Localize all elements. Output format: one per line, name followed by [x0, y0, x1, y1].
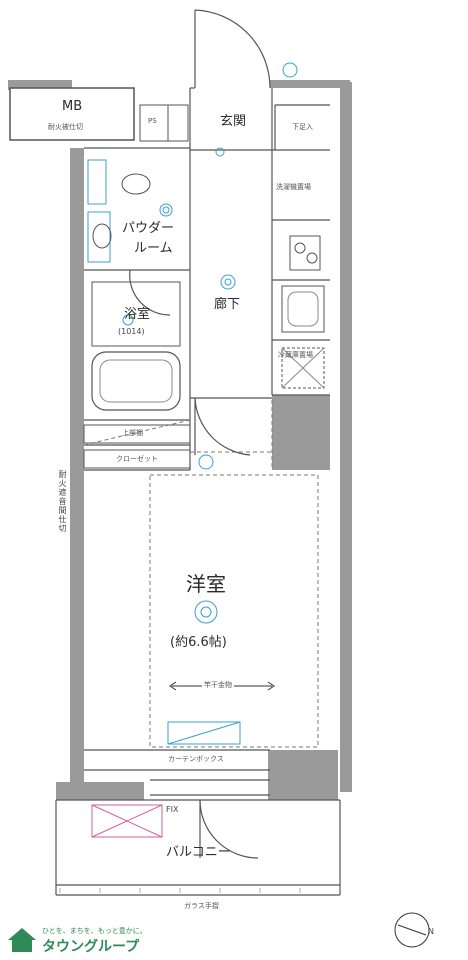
label-balcony: バルコニー: [166, 845, 231, 860]
label-fire-partition: 耐火遮音間仕切: [58, 470, 67, 533]
toilet: [121, 173, 151, 195]
label-entrance: 玄関: [220, 114, 247, 129]
label-glass-rail: ガラス手摺: [184, 902, 219, 910]
label-bath-2: (1014): [118, 327, 145, 336]
mb-box: [9, 87, 135, 141]
brand-logo: [8, 928, 36, 952]
label-fridge: 冷蔵庫置場: [278, 351, 313, 359]
label-bath-1: 浴室: [124, 307, 151, 322]
label-ps: PS: [148, 117, 157, 125]
label-ceiling-anchor: 竿干金物: [202, 681, 234, 689]
label-mb: MB: [62, 99, 83, 114]
brand-slogan: ひとを、まちを、もっと豊かに。: [42, 927, 147, 935]
label-upper-shelf: 上部棚: [122, 429, 143, 437]
label-north: N: [428, 927, 434, 936]
label-washer: 洗濯機置場: [276, 183, 311, 191]
label-powder-2: ルーム: [134, 241, 173, 256]
label-powder-1: パウダー: [122, 221, 175, 236]
label-hall: 廊下: [214, 297, 241, 312]
label-shoe-box: 下足入: [292, 123, 313, 131]
air-conditioner: [167, 721, 241, 745]
interior-walls: [55, 87, 341, 896]
brand-name: タウングループ: [42, 939, 140, 955]
bathtub: [91, 351, 181, 411]
label-fix: FIX: [166, 805, 179, 814]
stove: [289, 235, 321, 271]
label-curtain-box: カーテンボックス: [168, 755, 224, 763]
sink: [281, 285, 325, 333]
label-mb-sub: 耐火被仕切: [48, 123, 83, 131]
label-western-room: 洋室: [186, 572, 226, 596]
ceiling-light-western: [194, 600, 218, 624]
label-western-size: (約6.6帖): [170, 635, 227, 650]
structural-walls: [8, 80, 352, 800]
compass: [394, 912, 430, 948]
label-closet: クローゼット: [116, 455, 158, 463]
